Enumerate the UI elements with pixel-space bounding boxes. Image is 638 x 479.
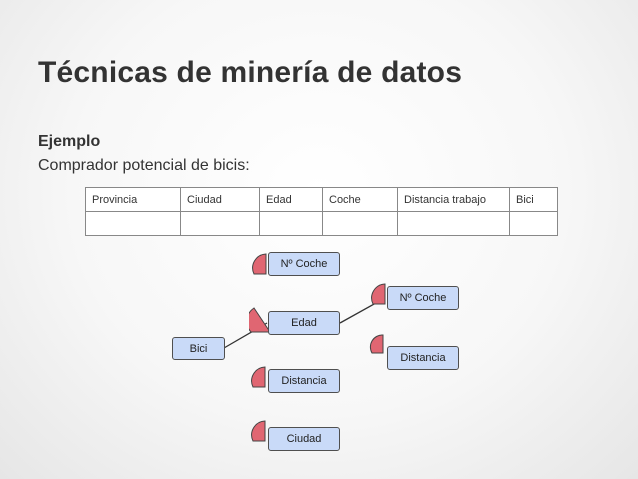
- tree-node: Nº Coche: [268, 252, 340, 276]
- attributes-table: Provincia Ciudad Edad Coche Distancia tr…: [85, 187, 558, 236]
- table-cell: [397, 211, 510, 236]
- table-header-cell: Ciudad: [180, 187, 260, 212]
- tree-node: Distancia: [387, 346, 459, 370]
- table-cell: [509, 211, 558, 236]
- split-marker-icon: [251, 420, 266, 442]
- tree-node: Ciudad: [268, 427, 340, 451]
- tree-root-node: Bici: [172, 337, 225, 360]
- split-marker-icon: [369, 334, 384, 354]
- table-cell: [180, 211, 260, 236]
- split-marker-icon: [249, 307, 271, 333]
- split-marker-icon: [252, 253, 267, 275]
- slide-title: Técnicas de minería de datos: [38, 56, 463, 89]
- table-row: [85, 211, 558, 236]
- table-header-cell: Distancia trabajo: [397, 187, 510, 212]
- slide-subtitle: Ejemplo: [38, 133, 101, 150]
- table-cell: [259, 211, 323, 236]
- table-header-cell: Bici: [509, 187, 558, 212]
- split-marker-icon: [371, 283, 386, 305]
- table-cell: [322, 211, 398, 236]
- table-header-row: Provincia Ciudad Edad Coche Distancia tr…: [85, 187, 558, 212]
- tree-node: Distancia: [268, 369, 340, 393]
- split-marker-icon: [251, 366, 266, 388]
- tree-node: Nº Coche: [387, 286, 459, 310]
- table-header-cell: Coche: [322, 187, 398, 212]
- tree-node: Edad: [268, 311, 340, 335]
- table-cell: [85, 211, 181, 236]
- slide-description: Comprador potencial de bicis:: [38, 157, 250, 174]
